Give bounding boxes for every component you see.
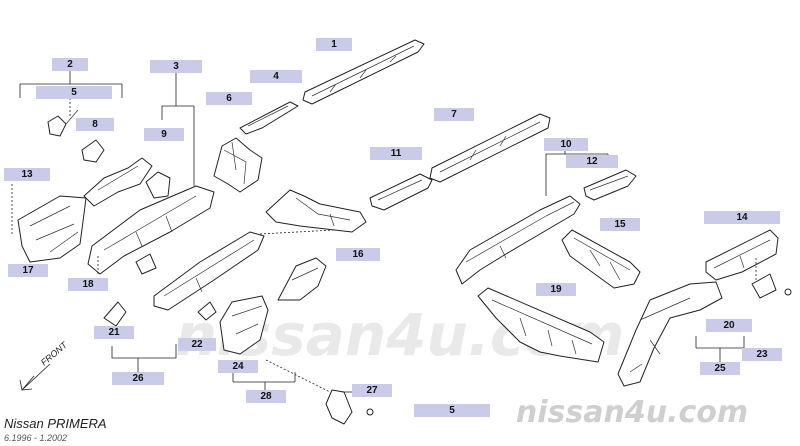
- callout-8[interactable]: 8: [76, 118, 114, 131]
- part-18-bracket: [135, 253, 157, 275]
- part-12-bracket: [583, 169, 637, 201]
- front-arrow-icon: [19, 363, 51, 391]
- callout-5[interactable]: 5: [36, 86, 112, 99]
- part-27-bracket: [325, 389, 374, 425]
- part-11-bracket: [369, 173, 433, 211]
- svg-text:5: 5: [449, 405, 455, 416]
- watermark-bottom: nissan4u.com: [516, 395, 748, 430]
- svg-text:4: 4: [273, 71, 279, 82]
- svg-text:10: 10: [560, 139, 572, 150]
- callout-25[interactable]: 25: [700, 362, 740, 375]
- callout-27[interactable]: 27: [352, 384, 392, 397]
- svg-text:12: 12: [586, 156, 598, 167]
- part-9-bracket: [145, 171, 171, 199]
- svg-text:28: 28: [260, 391, 272, 402]
- part-3-rail: [87, 185, 215, 275]
- front-label: FRONT: [39, 339, 70, 368]
- part-5-clip: [47, 109, 79, 137]
- svg-text:19: 19: [550, 284, 562, 295]
- part-10-member: [455, 195, 581, 285]
- svg-text:5: 5: [71, 87, 77, 98]
- svg-text:1: 1: [331, 39, 337, 50]
- part-7-rail: [429, 113, 551, 183]
- callout-3[interactable]: 3: [150, 60, 202, 73]
- callout-10[interactable]: 10: [544, 138, 588, 151]
- callout-2[interactable]: 2: [52, 58, 88, 71]
- part-21-clip: [103, 301, 127, 327]
- model-date-range: 6.1996 - 1.2002: [4, 433, 67, 443]
- part-22-clip: [197, 301, 217, 321]
- model-name: Nissan PRIMERA: [4, 416, 107, 431]
- part-4-bracket: [239, 101, 299, 135]
- svg-text:9: 9: [161, 129, 167, 140]
- part-16-bracket: [265, 189, 367, 233]
- svg-text:22: 22: [191, 339, 203, 350]
- part-14-bracket: [705, 229, 779, 281]
- callout-1[interactable]: 1: [316, 38, 352, 51]
- callout-17[interactable]: 17: [8, 264, 48, 277]
- svg-text:13: 13: [21, 169, 33, 180]
- callout-11[interactable]: 11: [370, 147, 422, 160]
- part-19-member: [477, 287, 605, 363]
- part-13-panel: [17, 195, 87, 263]
- callout-22[interactable]: 22: [178, 338, 216, 351]
- callout-9[interactable]: 9: [144, 128, 184, 141]
- svg-text:18: 18: [82, 279, 94, 290]
- part-2-member: [83, 157, 153, 207]
- callout-18[interactable]: 18: [68, 278, 108, 291]
- callout-16[interactable]: 16: [336, 248, 380, 261]
- callout-14[interactable]: 14: [704, 211, 780, 224]
- svg-text:24: 24: [232, 361, 244, 372]
- callout-12[interactable]: 12: [566, 155, 618, 168]
- svg-text:16: 16: [352, 249, 364, 260]
- svg-text:7: 7: [451, 109, 457, 120]
- svg-text:26: 26: [132, 373, 144, 384]
- svg-text:6: 6: [226, 93, 232, 104]
- part-20-frame: [617, 281, 723, 387]
- svg-text:20: 20: [723, 320, 735, 331]
- svg-text:11: 11: [391, 148, 402, 159]
- svg-text:25: 25: [714, 363, 726, 374]
- part-24-panel: [219, 295, 269, 355]
- callout-24[interactable]: 24: [218, 360, 258, 373]
- front-direction-indicator: FRONT: [19, 339, 70, 391]
- callout-21[interactable]: 21: [94, 326, 134, 339]
- callout-7[interactable]: 7: [434, 108, 474, 121]
- callout-6[interactable]: 6: [206, 92, 252, 105]
- part-23-bracket: [751, 273, 792, 299]
- callout-20[interactable]: 20: [706, 319, 752, 332]
- svg-text:23: 23: [756, 349, 768, 360]
- part-1-rail: [302, 39, 425, 105]
- callout-26[interactable]: 26: [112, 372, 164, 385]
- svg-text:14: 14: [736, 212, 748, 223]
- svg-text:27: 27: [366, 385, 378, 396]
- callout-13[interactable]: 13: [4, 168, 50, 181]
- part-lower-bracket: [277, 257, 327, 301]
- callout-23[interactable]: 23: [742, 348, 782, 361]
- svg-text:15: 15: [614, 219, 626, 230]
- callout-28[interactable]: 28: [246, 390, 286, 403]
- callout-19[interactable]: 19: [536, 283, 576, 296]
- svg-text:21: 21: [108, 327, 120, 338]
- part-8-bracket: [81, 139, 105, 163]
- part-6-bracket: [213, 137, 263, 193]
- svg-text:2: 2: [67, 59, 73, 70]
- part-15-bracket: [561, 229, 641, 289]
- callout-5-bottom[interactable]: 5: [414, 404, 490, 417]
- callout-4[interactable]: 4: [250, 70, 302, 83]
- part-lower-member: [153, 231, 265, 311]
- callout-15[interactable]: 15: [600, 218, 640, 231]
- svg-text:3: 3: [173, 61, 179, 72]
- svg-text:8: 8: [92, 119, 98, 130]
- svg-text:17: 17: [22, 265, 34, 276]
